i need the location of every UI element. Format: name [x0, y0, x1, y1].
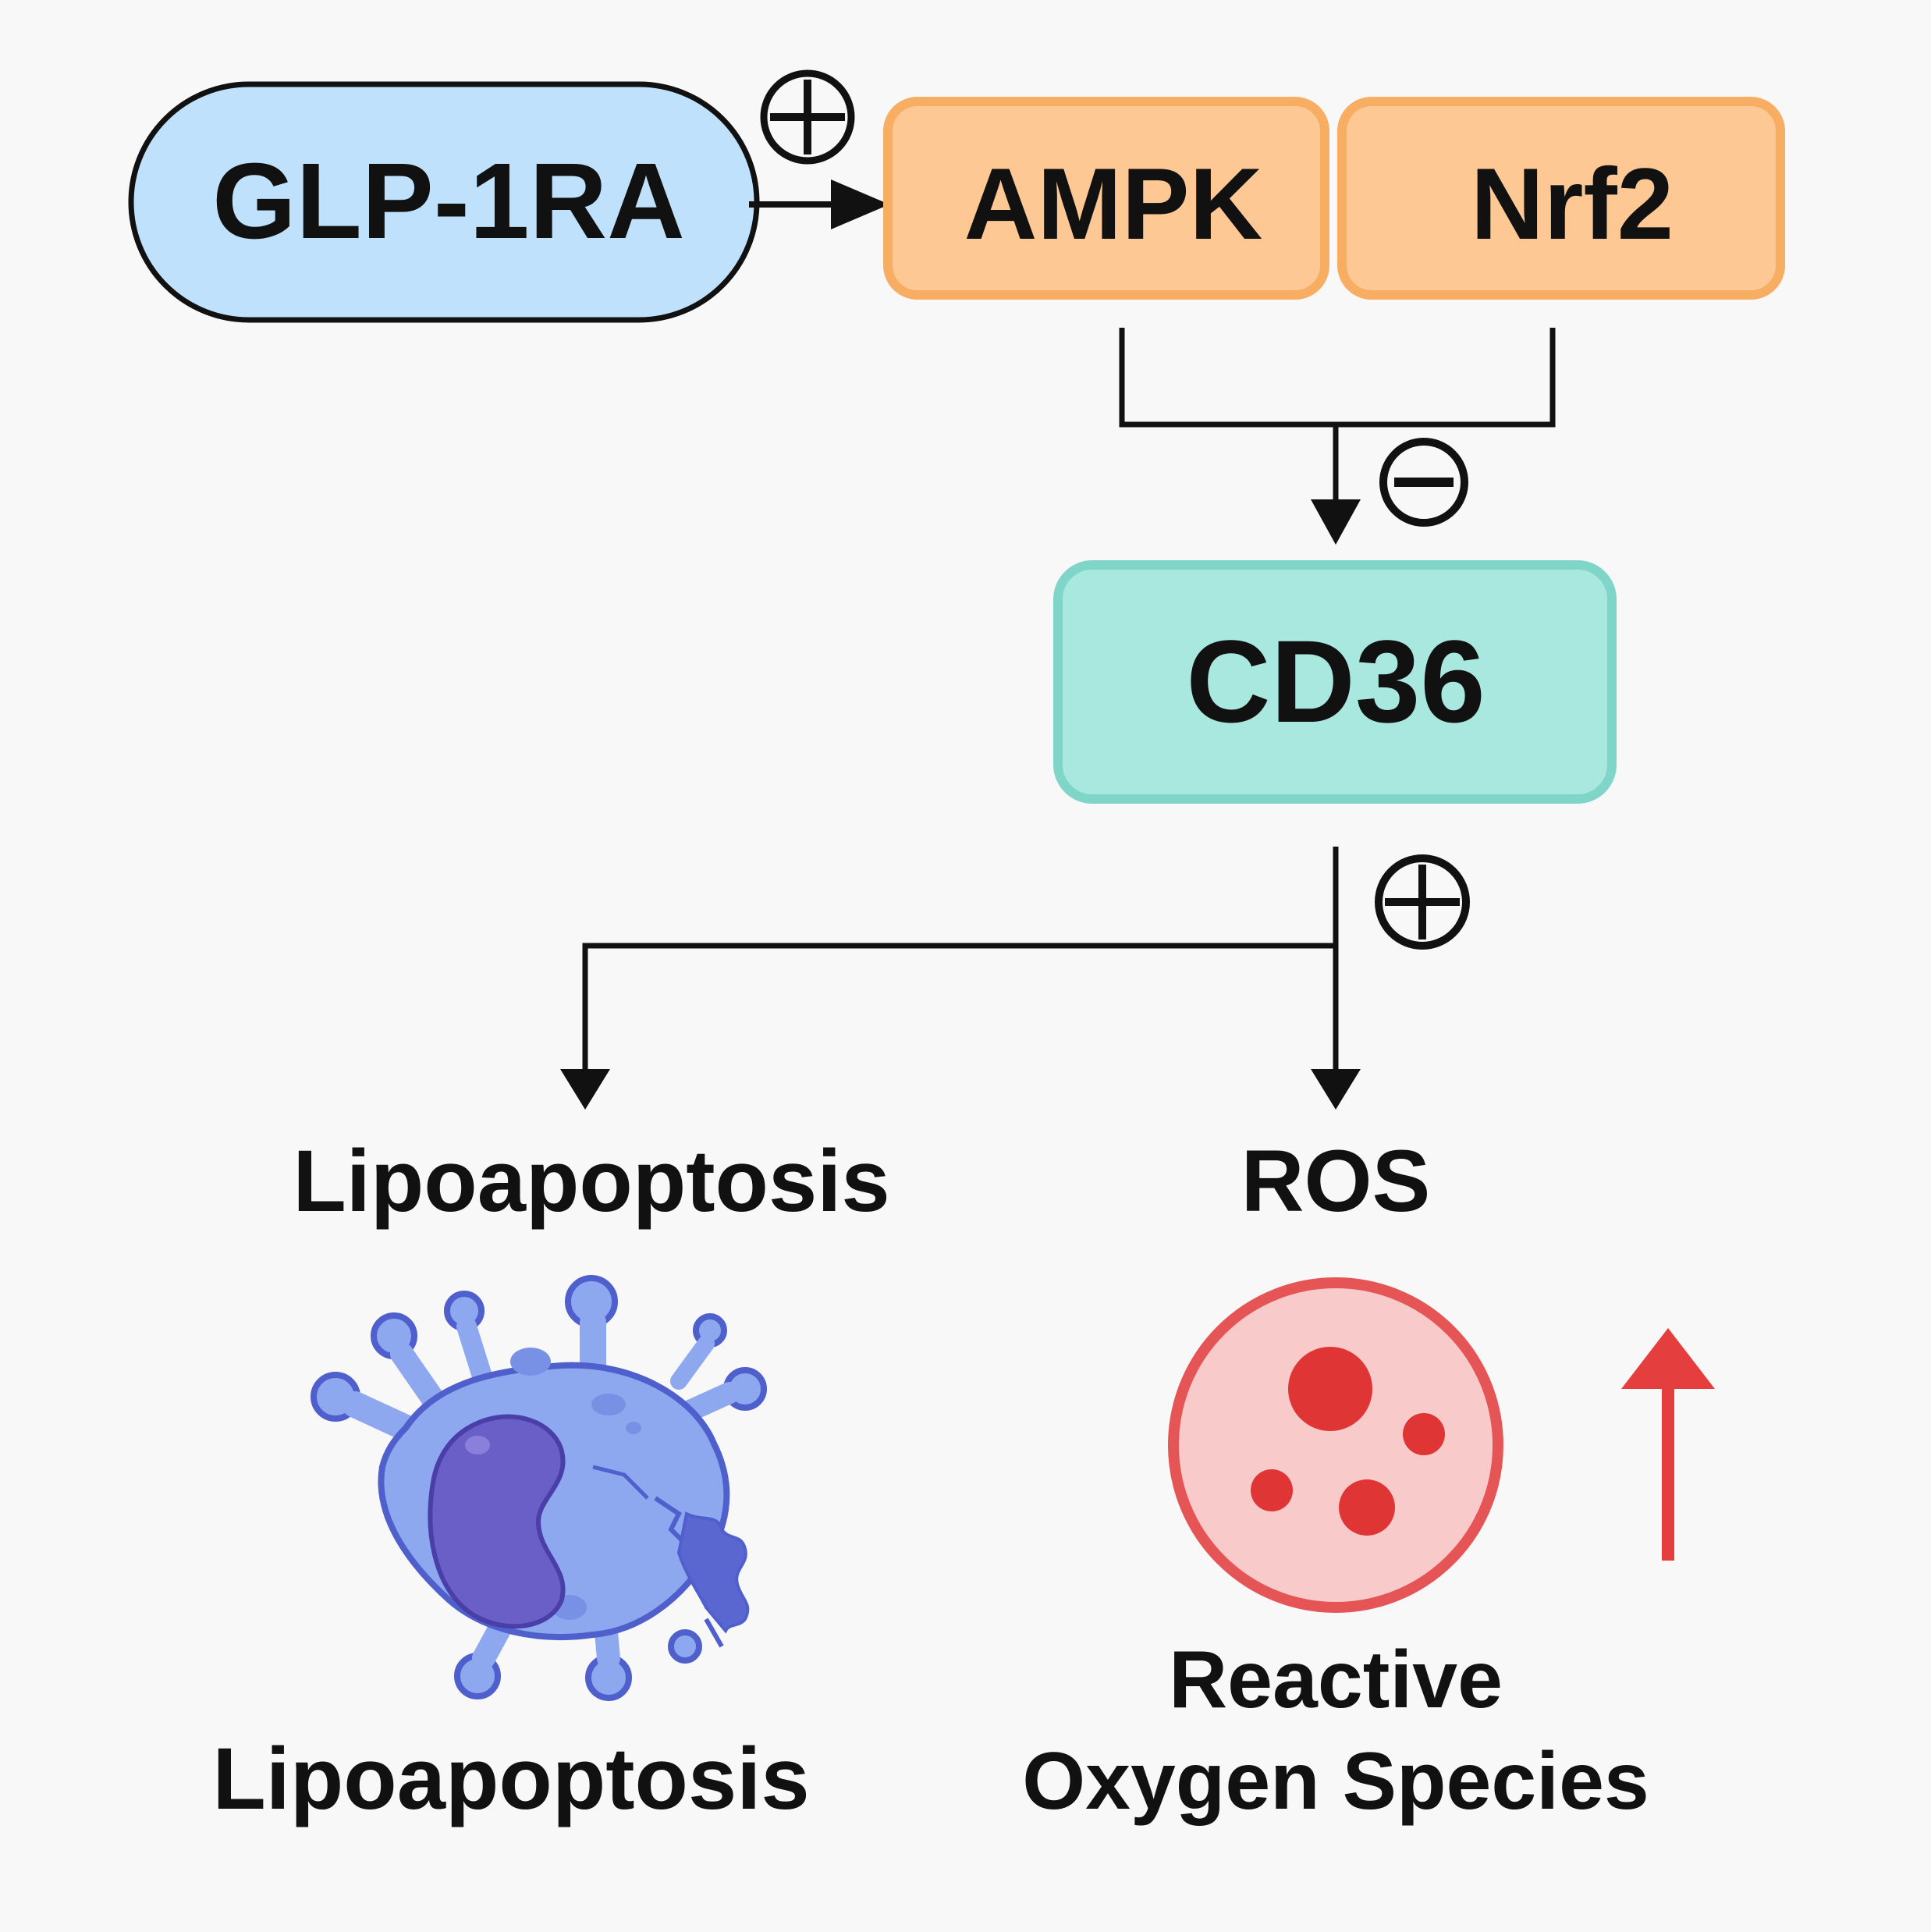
ros-caption-line1: Reactive [1169, 1635, 1503, 1725]
ros-dot [1403, 1413, 1445, 1455]
cd36-outcome-connector [560, 847, 1361, 1110]
ros-outcome-label: ROS [1241, 1132, 1431, 1230]
cd36-box [1053, 560, 1617, 804]
activation-sign-text: + [0, 0, 1, 1]
ampk-node: AMPK [883, 97, 1329, 300]
outcome-plus-icon: + [0, 0, 1470, 950]
cd36-node: CD36 [1053, 560, 1617, 804]
outcome-sign-text: + [0, 0, 1, 1]
ampk-box [883, 97, 1329, 300]
up-arrow-icon [1621, 1328, 1715, 1561]
lipoapoptosis-outcome-label: Lipoapoptosis [293, 1132, 889, 1230]
ros-caption-line2: Oxygen Species [1022, 1736, 1649, 1827]
glp1ra-node: GLP-1RA [128, 81, 760, 323]
ros-dot [1339, 1479, 1395, 1536]
ros-dot [1251, 1469, 1293, 1511]
apoptotic-cell-icon [311, 1275, 767, 1701]
inhibition-minus-icon: − [0, 0, 1468, 527]
ros-circle-icon [1168, 1277, 1503, 1613]
nrf2-box [1337, 97, 1785, 300]
inhibition-sign-text: − [0, 0, 1, 1]
nrf2-label: Nrf2 [1471, 147, 1674, 261]
ros-dot [1288, 1347, 1372, 1431]
kinase-to-cd36-connector [1119, 328, 1556, 545]
glp1ra-to-ampk-arrow [749, 179, 889, 229]
ampk-label: AMPK [964, 147, 1263, 261]
nucleus-shape [428, 1414, 566, 1629]
lipoapoptosis-caption: Lipoapoptosis [212, 1730, 809, 1827]
ros-circle [1168, 1277, 1503, 1613]
activation-plus-icon: + [0, 0, 855, 165]
nrf2-node: Nrf2 [1337, 97, 1785, 300]
glp1ra-label: GLP-1RA [212, 141, 685, 261]
cd36-label: CD36 [1186, 616, 1486, 747]
